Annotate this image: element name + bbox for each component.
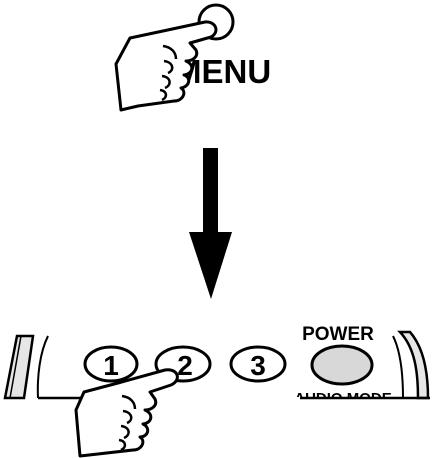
key-2-label: 2 [177, 350, 193, 381]
remote-right-edge [400, 332, 428, 398]
power-label: POWER [302, 324, 374, 345]
menu-step: MENU [116, 5, 271, 110]
remote-control-panel: 1 2 3 POWER AUDIO MODE [5, 324, 430, 456]
key-3-label: 3 [250, 350, 266, 381]
pointing-hand-icon [76, 370, 177, 456]
power-button[interactable] [312, 346, 372, 384]
key-1-label: 1 [103, 350, 119, 381]
down-arrow-icon [189, 148, 232, 299]
